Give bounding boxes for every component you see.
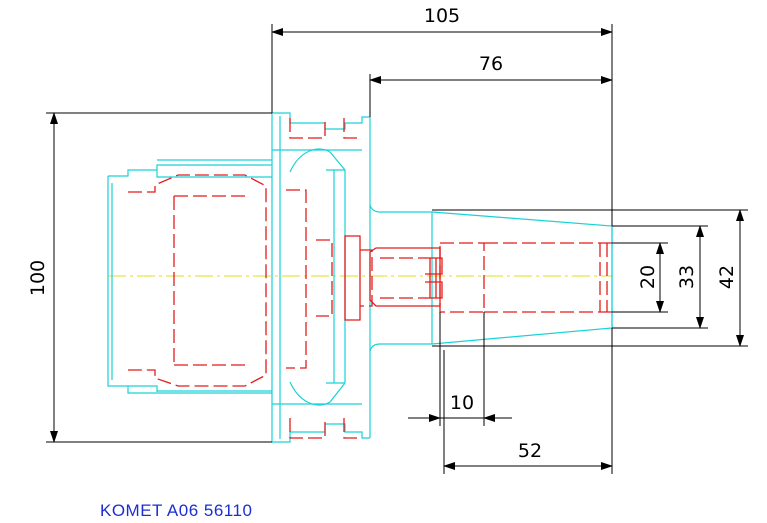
dim-label-76: 76 <box>479 53 503 75</box>
part-number-caption: KOMET A06 56110 <box>100 501 252 520</box>
dim-label-10: 10 <box>450 392 474 414</box>
dimension-bore-offset: 10 <box>408 312 512 426</box>
dimension-taper-length: 76 <box>369 53 613 117</box>
tool-holder-outline <box>107 112 613 443</box>
dim-label-105: 105 <box>424 5 460 27</box>
dimension-bore-diameter: 20 <box>612 242 668 313</box>
dim-label-20: 20 <box>637 265 659 289</box>
dim-label-52: 52 <box>518 440 542 462</box>
dim-label-42: 42 <box>716 265 738 289</box>
dimension-flange-diameter: 100 <box>27 112 272 443</box>
hidden-internal-features <box>128 118 612 439</box>
dimension-bore-depth: 52 <box>443 328 613 474</box>
dimension-overall-length: 105 <box>271 5 613 226</box>
dim-label-100: 100 <box>27 260 49 296</box>
dimension-inner-diameter: 33 <box>612 225 708 329</box>
dimension-outer-diameter: 42 <box>432 209 748 347</box>
dim-label-33: 33 <box>676 265 698 289</box>
